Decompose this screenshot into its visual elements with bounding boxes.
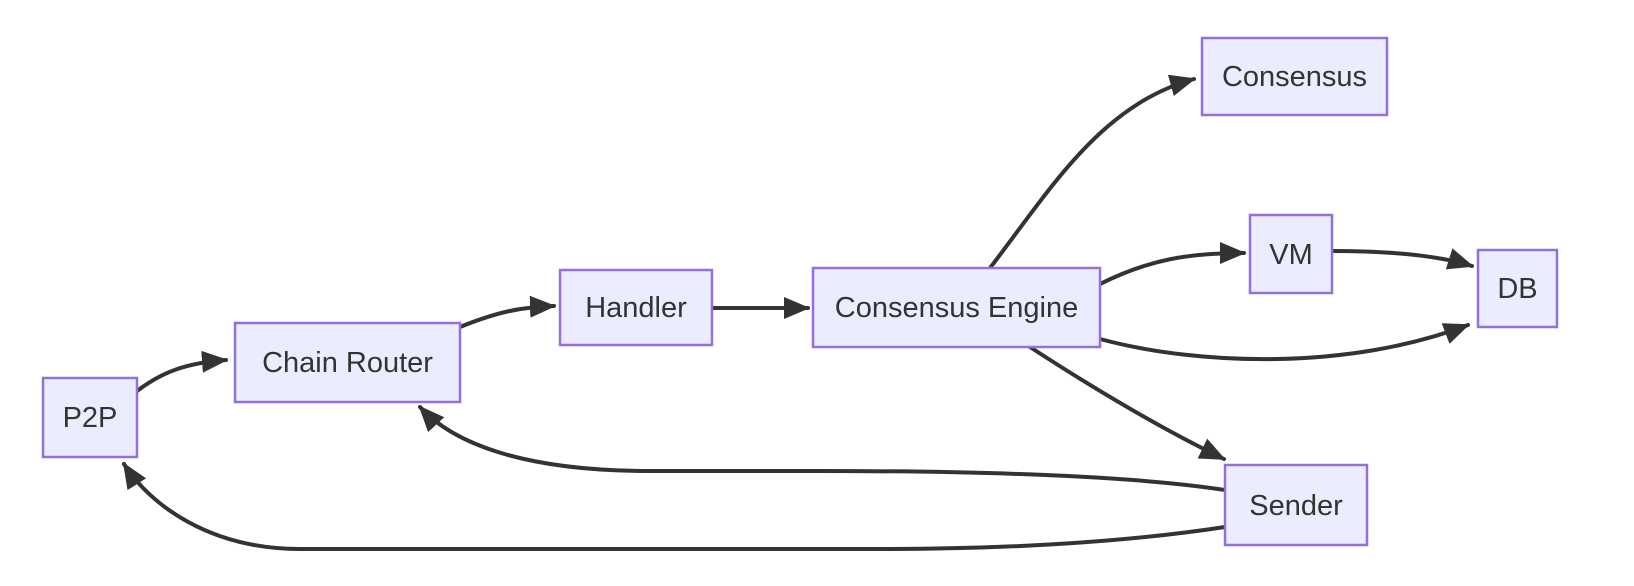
node-sender-label: Sender bbox=[1249, 490, 1343, 522]
node-p2p-label: P2P bbox=[63, 402, 118, 434]
edge-chain-router-to-handler bbox=[458, 295, 556, 329]
node-layer: P2P Chain Router Handler Consensus Engin… bbox=[41, 36, 1559, 547]
node-db-label: DB bbox=[1497, 273, 1537, 305]
edge-sender-to-p2p bbox=[122, 462, 1227, 551]
node-vm: VM bbox=[1248, 213, 1334, 295]
node-consensus-engine: Consensus Engine bbox=[811, 266, 1102, 349]
edge-layer bbox=[122, 74, 1474, 551]
node-sender: Sender bbox=[1223, 463, 1369, 547]
node-chain-router-label: Chain Router bbox=[262, 347, 433, 379]
node-consensus-engine-label: Consensus Engine bbox=[835, 292, 1078, 324]
node-p2p: P2P bbox=[41, 376, 139, 459]
edge-consensus-engine-to-vm bbox=[1098, 242, 1246, 286]
node-vm-label: VM bbox=[1269, 239, 1313, 271]
node-consensus-label: Consensus bbox=[1222, 61, 1367, 93]
node-db: DB bbox=[1476, 248, 1559, 329]
edge-p2p-to-chain-router bbox=[135, 350, 228, 393]
edge-sender-to-chain-router bbox=[418, 405, 1227, 492]
node-handler: Handler bbox=[558, 268, 714, 347]
edge-consensus-engine-to-sender bbox=[1028, 345, 1226, 461]
edge-consensus-engine-to-consensus bbox=[988, 74, 1196, 270]
edge-consensus-engine-to-db bbox=[1098, 323, 1470, 362]
node-chain-router: Chain Router bbox=[233, 321, 462, 404]
edge-vm-to-db bbox=[1330, 248, 1474, 270]
node-handler-label: Handler bbox=[585, 292, 687, 324]
node-consensus: Consensus bbox=[1200, 36, 1389, 117]
